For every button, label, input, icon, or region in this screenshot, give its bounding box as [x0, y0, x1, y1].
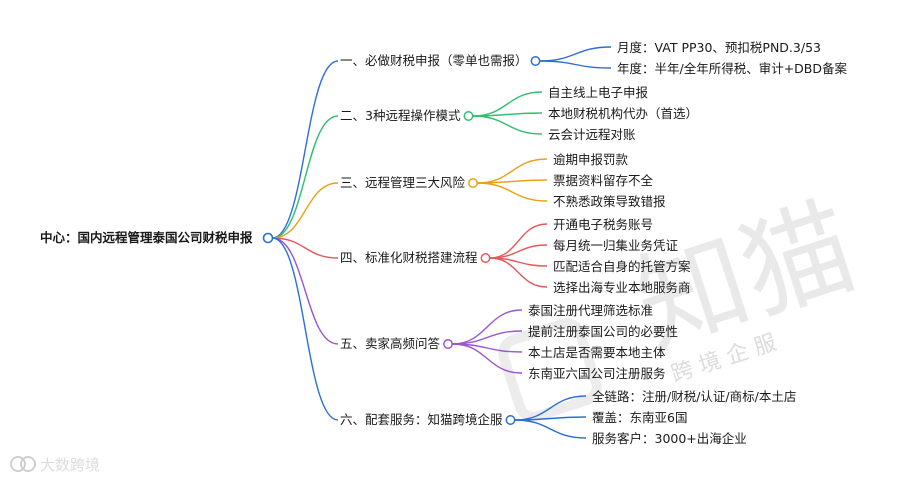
branch-service[interactable]: 六、配套服务：知猫跨境企服 — [340, 412, 516, 427]
connector-center-risks — [272, 182, 339, 239]
leaf-service-2: 覆盖：东南亚6国 — [592, 410, 687, 425]
leaf-filing-1: 月度：VAT PP30、预扣税PND.3/53 — [617, 40, 821, 55]
branch-dot-service[interactable] — [505, 415, 516, 425]
leaf-faq-4: 东南亚六国公司注册服务 — [528, 366, 666, 381]
leaf-faq-3: 本土店是否需要本地主体 — [528, 345, 666, 360]
branch-filing[interactable]: 一、必做财税申报（零单也需报） — [340, 53, 541, 68]
connectors — [272, 46, 612, 439]
branch-modes[interactable]: 二、3种远程操作模式 — [340, 108, 474, 123]
connector-leaf — [514, 419, 587, 439]
leaf-process-2: 每月统一归集业务凭证 — [553, 238, 679, 253]
branch-label-process: 四、标准化财税搭建流程 — [340, 250, 478, 265]
center-node[interactable]: 中心：国内远程管理泰国公司财税申报 — [40, 230, 274, 245]
branch-dot-filing[interactable] — [530, 56, 541, 66]
branch-process[interactable]: 四、标准化财税搭建流程 — [340, 250, 491, 265]
center-node-dot[interactable] — [262, 232, 274, 244]
leaf-filing-2: 年度：半年/全年所得税、审计+DBD备案 — [617, 61, 848, 76]
leaf-process-1: 开通电子税务账号 — [553, 217, 653, 232]
branch-label-faq: 五、卖家高频问答 — [340, 336, 441, 351]
connector-leaf — [489, 223, 548, 259]
corner-logo: 大数跨境 — [10, 456, 100, 474]
branch-dot-faq[interactable] — [443, 339, 453, 349]
branch-dot-risks[interactable] — [468, 178, 478, 188]
watermark-logo-shape — [498, 318, 602, 422]
connector-leaf — [539, 60, 612, 69]
connector-leaf — [477, 182, 548, 202]
leaf-risks-3: 不熟悉政策导致错报 — [553, 194, 666, 209]
leaf-faq-2: 提前注册泰国公司的必要性 — [528, 324, 678, 339]
leaf-risks-2: 票据资料留存不全 — [553, 173, 654, 188]
watermark: 知猫 跨 境 企 服 大数跨境 — [10, 182, 869, 474]
connector-center-faq — [272, 237, 339, 345]
connector-leaf — [472, 115, 543, 135]
leaf-modes-1: 自主线上电子申报 — [548, 85, 649, 100]
connector-leaf — [489, 244, 548, 259]
connector-leaf — [539, 46, 612, 62]
nodes: 一、必做财税申报（零单也需报） 月度：VAT PP30、预扣税PND.3/53 年度… — [340, 40, 848, 446]
branch-label-modes: 二、3种远程操作模式 — [340, 108, 461, 123]
leaf-process-3: 匹配适合自身的托管方案 — [553, 259, 691, 274]
connector-leaf — [452, 309, 523, 345]
branch-dot-process[interactable] — [480, 253, 491, 263]
connector-center-modes — [272, 115, 339, 239]
leaf-service-1: 全链路：注册/财税/认证/商标/本土店 — [592, 389, 796, 404]
center-title: 中心：国内远程管理泰国公司财税申报 — [40, 230, 253, 245]
branch-label-filing: 一、必做财税申报（零单也需报） — [340, 53, 528, 68]
leaf-modes-3: 云会计远程对账 — [548, 127, 636, 142]
connector-center-filing — [272, 60, 339, 239]
branch-label-service: 六、配套服务：知猫跨境企服 — [340, 412, 503, 427]
leaf-modes-2: 本地财税机构代办（首选） — [548, 106, 698, 121]
branch-dot-modes[interactable] — [463, 111, 474, 121]
connector-leaf — [452, 343, 523, 374]
corner-watermark-text: 大数跨境 — [40, 456, 100, 474]
branch-risks[interactable]: 三、远程管理三大风险 — [340, 175, 478, 190]
leaf-faq-1: 泰国注册代理筛选标准 — [528, 303, 653, 318]
leaf-process-4: 选择出海专业本地服务商 — [553, 280, 691, 295]
leaf-service-3: 服务客户：3000+出海企业 — [592, 431, 747, 446]
connector-leaf — [477, 158, 548, 184]
connector-center-service — [272, 237, 339, 421]
connector-center-process — [272, 237, 339, 259]
leaf-risks-1: 逾期申报罚款 — [553, 152, 629, 167]
branch-label-risks: 三、远程管理三大风险 — [340, 175, 466, 190]
connector-leaf — [472, 91, 543, 117]
branch-faq[interactable]: 五、卖家高频问答 — [340, 336, 453, 351]
connector-leaf — [489, 257, 548, 288]
